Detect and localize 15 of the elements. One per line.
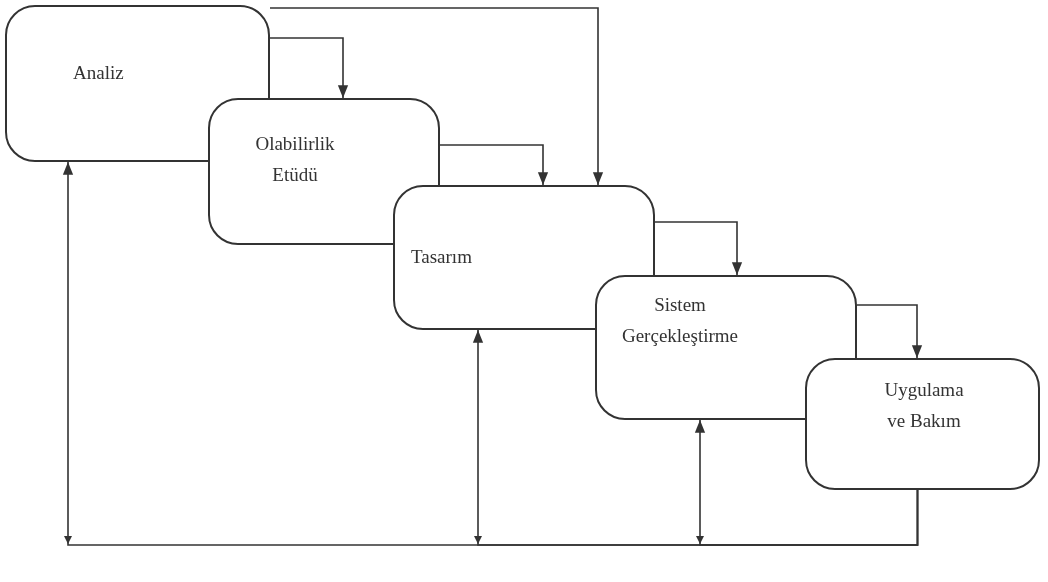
arrow (694, 419, 919, 546)
arrow (439, 144, 549, 186)
box-label: Tasarım (411, 245, 473, 269)
arrow (269, 7, 604, 186)
process-box (208, 98, 440, 245)
box-label: Uygulama ve Bakım (883, 378, 965, 433)
process-box (393, 185, 655, 330)
process-box (805, 358, 1040, 490)
box-label: Sistem Gerçekleştirme (620, 293, 740, 348)
box-label: Analiz (73, 61, 125, 85)
arrow (269, 37, 349, 99)
box-label: Olabilirlik Etüdü (254, 132, 336, 187)
process-box (595, 275, 857, 420)
arrow (654, 221, 743, 276)
arrow (856, 304, 923, 359)
